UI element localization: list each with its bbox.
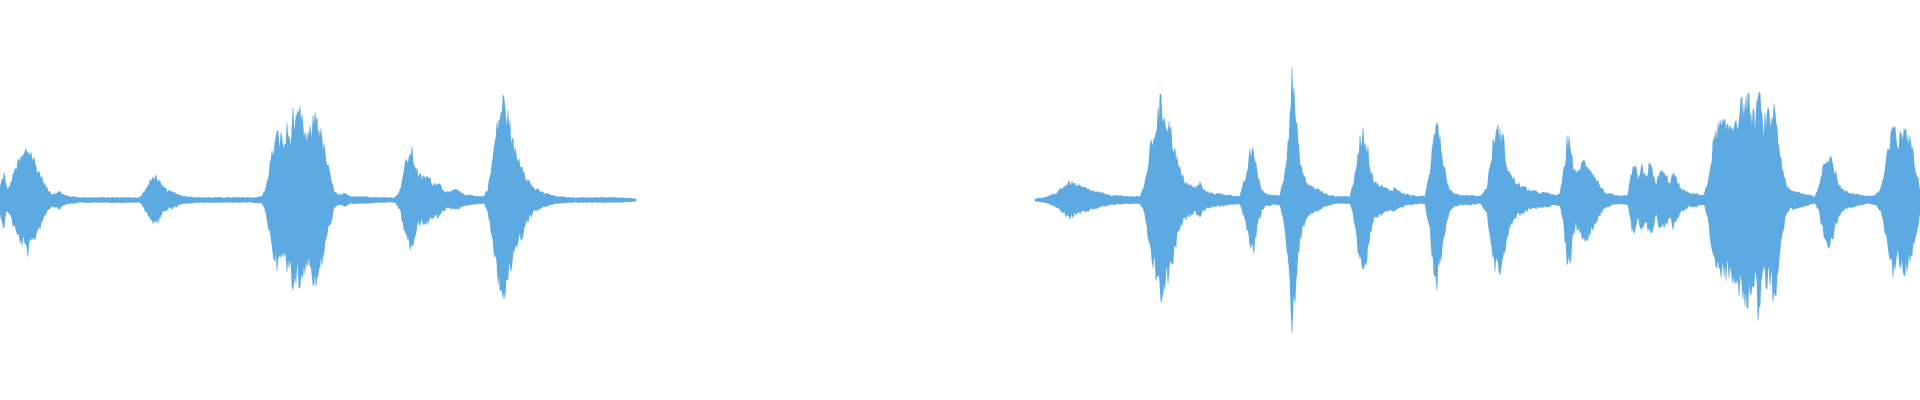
waveform-group [0,67,1920,334]
waveform-segment-1 [0,94,637,299]
